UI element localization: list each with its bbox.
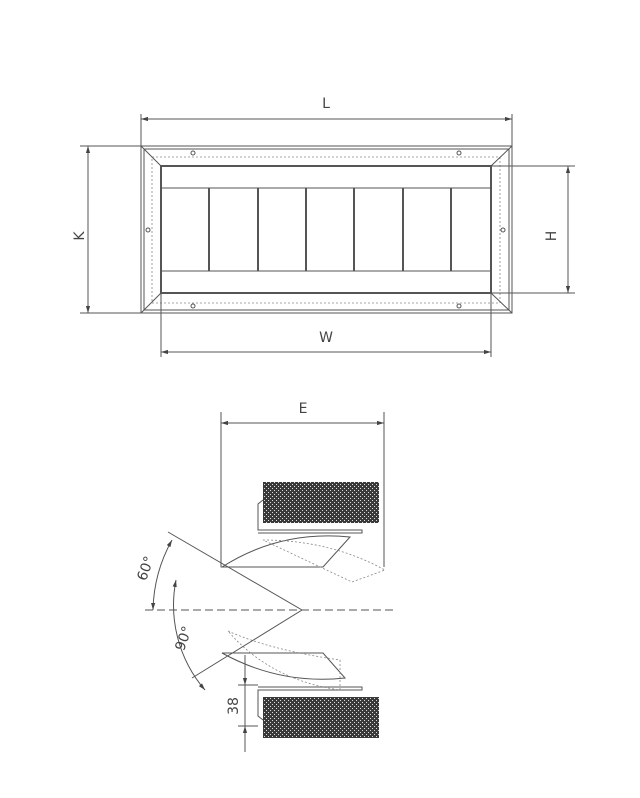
- upper-blade: [220, 535, 352, 568]
- screw-hole: [145, 227, 151, 233]
- angle-arc-60: [151, 539, 173, 611]
- dimension-label-e: E: [299, 401, 308, 417]
- upper-trim: [257, 499, 363, 534]
- frame-mitre-lines: [140, 145, 513, 314]
- lower-wall-section: [263, 697, 379, 738]
- dimension-label-k: K: [72, 231, 88, 241]
- angle-lines: [167, 531, 303, 679]
- dimension-label-l: L: [322, 96, 330, 112]
- angle-arc-90: [172, 579, 206, 691]
- screw-hole: [190, 303, 196, 309]
- dimension-e: E: [220, 401, 385, 567]
- inner-frame: [160, 165, 492, 294]
- screw-hole: [500, 227, 506, 233]
- section-view: E 60° 90° 38: [134, 401, 395, 752]
- lower-trim: [257, 686, 363, 721]
- lower-blade: [221, 652, 347, 680]
- dimension-l: L: [140, 96, 513, 146]
- outer-frame: [140, 145, 513, 314]
- screw-hole: [456, 150, 462, 156]
- angle-label-90: 90°: [172, 624, 196, 653]
- frame-dotted-edge: [151, 156, 501, 304]
- front-view: L K H W: [72, 96, 575, 357]
- screw-hole: [190, 150, 196, 156]
- screw-hole: [456, 303, 462, 309]
- outer-frame-inner-edge: [143, 148, 510, 311]
- lower-blade-open: [227, 630, 341, 691]
- dimension-w: W: [160, 293, 492, 357]
- dimension-h: H: [491, 165, 575, 294]
- blades: [208, 188, 452, 271]
- dimension-label-h: H: [544, 231, 560, 242]
- dimension-label-w: W: [319, 330, 333, 346]
- dimension-38: 38: [226, 655, 258, 752]
- angle-label-60: 60°: [134, 554, 158, 583]
- dimension-label-38: 38: [226, 697, 242, 715]
- upper-wall-section: [263, 482, 379, 523]
- upper-blade-open: [262, 539, 386, 583]
- screw-holes: [145, 150, 506, 309]
- dimension-k: K: [72, 145, 141, 314]
